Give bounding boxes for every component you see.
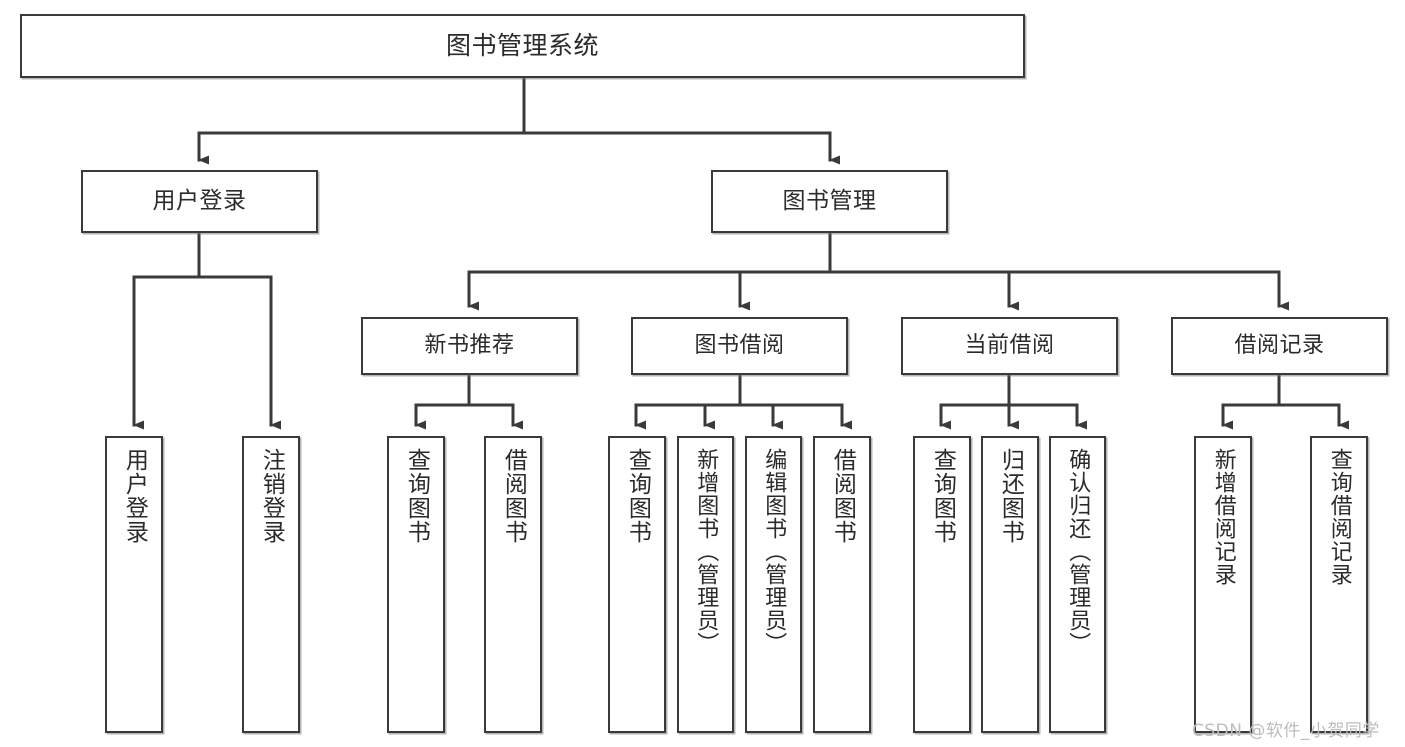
node-leaf-add-record-label: 新增借阅记录 xyxy=(1210,448,1236,586)
node-leaf-edit-book-label: 编辑图书（管理员） xyxy=(761,448,787,655)
node-user-login[interactable]: 用户登录 xyxy=(81,170,318,233)
node-leaf-logout[interactable]: 注销登录 xyxy=(242,436,300,733)
node-leaf-confirm-return[interactable]: 确认归还（管理员） xyxy=(1049,436,1106,733)
node-leaf-borrow-book-1[interactable]: 借阅图书 xyxy=(484,436,542,733)
node-leaf-add-book[interactable]: 新增图书（管理员） xyxy=(677,436,734,733)
node-leaf-borrow-book-2[interactable]: 借阅图书 xyxy=(813,436,871,733)
node-leaf-borrow-book-2-label: 借阅图书 xyxy=(829,448,856,544)
node-leaf-user-login[interactable]: 用户登录 xyxy=(105,436,163,733)
node-leaf-confirm-return-label: 确认归还（管理员） xyxy=(1065,448,1091,655)
node-leaf-return-book[interactable]: 归还图书 xyxy=(981,436,1039,733)
node-book-borrow[interactable]: 图书借阅 xyxy=(631,317,848,375)
node-leaf-logout-label: 注销登录 xyxy=(258,448,285,544)
node-book-borrow-label: 图书借阅 xyxy=(694,333,785,359)
node-leaf-add-book-label: 新增图书（管理员） xyxy=(693,448,719,655)
node-leaf-query-book-2-label: 查询图书 xyxy=(624,448,651,544)
node-current-borrow-label: 当前借阅 xyxy=(964,333,1055,359)
node-new-book-rec[interactable]: 新书推荐 xyxy=(361,317,578,375)
node-new-book-rec-label: 新书推荐 xyxy=(424,333,515,359)
node-leaf-query-book-2[interactable]: 查询图书 xyxy=(608,436,666,733)
node-leaf-query-book-1-label: 查询图书 xyxy=(403,448,430,544)
node-book-manage[interactable]: 图书管理 xyxy=(711,170,948,233)
node-current-borrow[interactable]: 当前借阅 xyxy=(901,317,1118,375)
node-leaf-query-book-1[interactable]: 查询图书 xyxy=(387,436,445,733)
node-book-manage-label: 图书管理 xyxy=(782,187,877,214)
node-user-login-label: 用户登录 xyxy=(152,187,247,214)
csdn-watermark: CSDN @软件_小贺同学 xyxy=(1192,721,1380,741)
node-leaf-borrow-book-1-label: 借阅图书 xyxy=(500,448,527,544)
node-leaf-query-record[interactable]: 查询借阅记录 xyxy=(1310,436,1368,733)
node-borrow-record[interactable]: 借阅记录 xyxy=(1171,317,1388,375)
node-root[interactable]: 图书管理系统 xyxy=(20,14,1025,78)
node-leaf-edit-book[interactable]: 编辑图书（管理员） xyxy=(745,436,802,733)
node-root-label: 图书管理系统 xyxy=(445,31,599,61)
node-leaf-return-book-label: 归还图书 xyxy=(997,448,1024,544)
node-leaf-user-login-label: 用户登录 xyxy=(121,448,148,544)
node-leaf-add-record[interactable]: 新增借阅记录 xyxy=(1194,436,1252,733)
node-leaf-query-record-label: 查询借阅记录 xyxy=(1326,448,1352,586)
node-borrow-record-label: 借阅记录 xyxy=(1234,333,1325,359)
node-leaf-query-book-3[interactable]: 查询图书 xyxy=(913,436,971,733)
node-leaf-query-book-3-label: 查询图书 xyxy=(929,448,956,544)
